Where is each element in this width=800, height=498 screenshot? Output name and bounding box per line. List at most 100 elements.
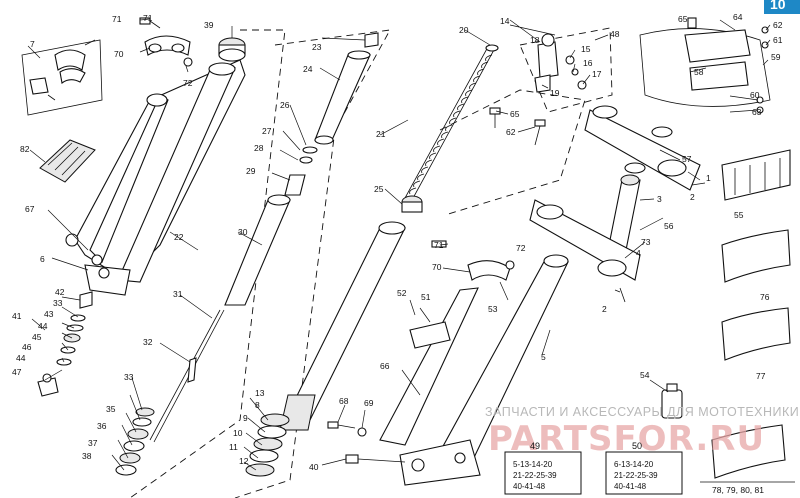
callout-43: 43: [44, 309, 54, 319]
callout-45: 45: [32, 332, 42, 342]
callout-72-top: 72: [183, 78, 193, 88]
kit-box-50: 50 6-13-14-20 21-22-25-39 40-41-48: [605, 441, 683, 495]
kit-number-50: 50: [632, 441, 642, 451]
fork-spring-21: [401, 44, 499, 213]
kit-49-line-2: 21-22-25-39: [513, 471, 557, 480]
kit-number-49: 49: [530, 441, 540, 451]
group-outline-48: [519, 27, 613, 113]
callout-62-right: 62: [773, 20, 783, 30]
callout-5: 5: [541, 352, 546, 362]
page-number-tab: 10: [764, 0, 800, 14]
small-parts-14-19: [534, 33, 587, 93]
callout-25: 25: [374, 184, 384, 194]
top-clamp-70: [139, 17, 193, 67]
pad-82: [39, 139, 96, 183]
clamp-inset-7: [21, 39, 103, 116]
kit-50-line-2: 21-22-25-39: [614, 471, 658, 480]
callout-62-mid: 62: [506, 127, 516, 137]
callout-63: 63: [752, 107, 762, 117]
callout-71-top: 71: [143, 13, 153, 23]
callout-46: 46: [22, 342, 32, 352]
damper-small-parts-41: [37, 291, 93, 397]
callout-10: 10: [233, 428, 243, 438]
callout-3: 3: [657, 194, 662, 204]
callout-18: 18: [530, 35, 540, 45]
callout-16: 16: [583, 58, 593, 68]
callout-40: 40: [309, 462, 319, 472]
callout-70-right: 70: [432, 262, 442, 272]
gaiter-76: [721, 229, 791, 283]
callout-35: 35: [106, 404, 116, 414]
callout-82: 82: [20, 144, 30, 154]
oil-bottle-54: [661, 383, 683, 419]
callout-8: 8: [255, 400, 260, 410]
callout-37: 37: [88, 438, 98, 448]
gaiter-55: [721, 149, 791, 201]
kit-50-line-3: 40-41-48: [614, 482, 647, 491]
callout-44-upper: 44: [38, 321, 48, 331]
callout-76: 76: [760, 292, 770, 302]
gaiter-kit-caption: 78, 79, 80, 81: [712, 485, 764, 495]
callout-77: 77: [756, 371, 766, 381]
callout-44-lower: 44: [16, 353, 26, 363]
stanchion-13: [279, 221, 406, 431]
triple-clamp-lower: [529, 199, 641, 303]
callout-66: 66: [380, 361, 390, 371]
steering-stem-3: [606, 174, 641, 256]
callout-48: 48: [610, 29, 620, 39]
callout-13: 13: [255, 388, 265, 398]
callout-38: 38: [82, 451, 92, 461]
callout-9: 9: [243, 413, 248, 423]
fork-tube-lower-left: [84, 62, 236, 296]
group-outline-right-tube: [439, 89, 586, 216]
callout-20: 20: [459, 25, 469, 35]
callout-58: 58: [694, 67, 704, 77]
callout-4: 4: [636, 248, 641, 258]
callout-59: 59: [771, 52, 781, 62]
bolts-68-69: [327, 421, 367, 437]
callout-14: 14: [500, 16, 510, 26]
callout-56: 56: [664, 221, 674, 231]
callout-19: 19: [550, 88, 560, 98]
callout-65-mid: 65: [510, 109, 520, 119]
handlebar-mount-64: [639, 17, 771, 114]
callout-51: 51: [421, 292, 431, 302]
callout-60: 60: [750, 90, 760, 100]
callout-67: 67: [25, 204, 35, 214]
callout-22: 22: [174, 232, 184, 242]
callout-31: 31: [173, 289, 183, 299]
callout-21: 21: [376, 129, 386, 139]
triple-clamp-upper: [584, 105, 701, 191]
callout-73: 73: [641, 237, 651, 247]
clamp-70-right: [431, 240, 515, 281]
gaiter-77: [721, 307, 791, 361]
callout-52: 52: [397, 288, 407, 298]
callout-2-lower: 2: [602, 304, 607, 314]
callout-33-mid: 33: [124, 372, 134, 382]
seals-8-12: [245, 413, 290, 477]
callout-65-right: 65: [678, 14, 688, 24]
fork-leg-right-5: [399, 254, 569, 486]
callout-72-right: 72: [516, 243, 526, 253]
callout-39: 39: [204, 20, 214, 30]
callout-11: 11: [229, 442, 238, 452]
callout-24: 24: [303, 64, 313, 74]
callout-32: 32: [143, 337, 153, 347]
cap-39: [218, 37, 246, 62]
callout-69: 69: [364, 398, 374, 408]
callout-61: 61: [773, 35, 783, 45]
callout-55: 55: [734, 210, 744, 220]
callout-64: 64: [733, 12, 743, 22]
axle-bolt-40: [345, 454, 406, 464]
callout-33-left: 33: [53, 298, 63, 308]
callout-68: 68: [339, 396, 349, 406]
callout-71-top-left: 71: [112, 14, 122, 24]
callout-7: 7: [30, 39, 35, 49]
callout-70-top: 70: [114, 49, 124, 59]
callout-23: 23: [312, 42, 322, 52]
callout-41: 41: [12, 311, 22, 321]
callout-28: 28: [254, 143, 264, 153]
watermark-caption: ЗАПЧАСТИ И АКСЕССУАРЫ ДЛЯ МОТОТЕХНИКИ: [485, 405, 799, 419]
